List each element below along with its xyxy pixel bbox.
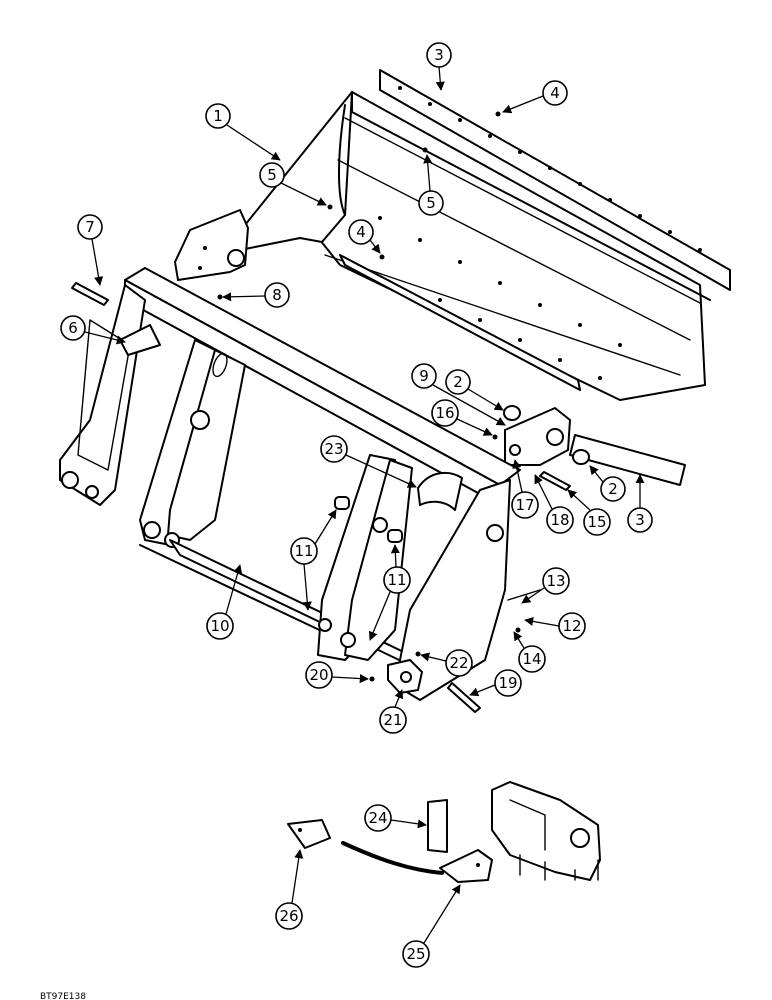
svg-text:14: 14 [522,650,541,668]
bushing-2a [503,405,521,421]
svg-text:26: 26 [279,907,298,925]
callout-15: 15 [583,508,611,536]
detail-view [287,781,601,883]
svg-text:22: 22 [449,654,468,672]
svg-text:8: 8 [272,286,282,304]
svg-text:18: 18 [550,511,569,529]
bushings [334,496,403,543]
svg-text:2: 2 [608,480,618,498]
svg-text:6: 6 [68,319,78,337]
svg-text:4: 4 [356,223,366,241]
callout-20: 20 [305,661,333,689]
gusset [417,471,463,511]
svg-text:1: 1 [213,107,223,125]
bracket-26 [287,819,331,849]
callout-12: 12 [558,612,586,640]
svg-text:2: 2 [453,373,463,391]
callout-25: 25 [402,940,430,968]
callout-22: 22 [445,649,473,677]
callout-14: 14 [518,645,546,673]
svg-text:11: 11 [294,542,313,560]
cutting-edge-right [569,434,686,486]
latch-strap [341,841,444,875]
callout-11a: 11 [290,537,318,565]
callout-3b: 3 [627,507,653,533]
svg-text:20: 20 [309,666,328,684]
callout-26: 26 [275,902,303,930]
bucket-holes [378,216,622,380]
callout-16: 16 [431,399,459,427]
bushing-2b [572,449,590,465]
pins [71,282,571,713]
callout-13: 13 [542,567,570,595]
pin-15 [539,471,571,491]
svg-text:5: 5 [426,194,436,212]
svg-text:23: 23 [324,440,343,458]
callout-10: 10 [206,612,234,640]
callout-21: 21 [379,706,407,734]
left-arm-inner [167,349,246,541]
svg-text:3: 3 [635,511,645,529]
strap-24 [427,799,448,853]
svg-text:21: 21 [383,711,402,729]
callout-18: 18 [546,506,574,534]
callouts: 1 2 2 3 3 4 4 5 5 6 7 8 9 10 [60,42,653,968]
svg-text:7: 7 [85,218,95,236]
right-side-plate [394,479,511,701]
svg-text:9: 9 [419,367,429,385]
callout-1: 1 [205,103,231,129]
pin-7 [71,282,109,306]
callout-8: 8 [264,282,290,308]
wear-strip [339,254,581,391]
callout-2b: 2 [600,476,626,502]
frame-sketch [491,781,601,881]
svg-text:17: 17 [515,496,534,514]
callout-3a: 3 [426,42,452,68]
figure-code: BT97E138 [40,992,86,1000]
callout-24: 24 [364,804,392,832]
svg-text:5: 5 [267,166,277,184]
callout-6: 6 [60,315,86,341]
svg-text:11: 11 [387,571,406,589]
svg-text:12: 12 [562,617,581,635]
svg-text:25: 25 [406,945,425,963]
svg-text:13: 13 [546,572,565,590]
lock-plate [119,324,161,356]
callout-5b: 5 [418,190,444,216]
callout-11b: 11 [383,566,411,594]
cutting-edge-top [379,69,731,291]
callout-23: 23 [320,435,348,463]
callout-5a: 5 [259,162,285,188]
svg-text:4: 4 [550,84,560,102]
svg-text:19: 19 [498,674,517,692]
callout-2a: 2 [445,369,471,395]
bracket-25 [439,849,493,883]
callout-9: 9 [411,363,437,389]
pin-19 [447,682,481,713]
callout-7: 7 [77,214,103,240]
loader-frame [59,267,521,701]
callout-19: 19 [494,669,522,697]
right-arm-inner [344,459,413,661]
bucket-hinge-left [174,209,249,281]
svg-text:15: 15 [587,513,606,531]
bucket [174,91,711,466]
callout-17: 17 [511,491,539,519]
svg-text:24: 24 [368,809,387,827]
callout-4b: 4 [348,219,374,245]
svg-text:16: 16 [435,404,454,422]
svg-text:3: 3 [434,46,444,64]
callout-4a: 4 [542,80,568,106]
svg-text:10: 10 [210,617,229,635]
